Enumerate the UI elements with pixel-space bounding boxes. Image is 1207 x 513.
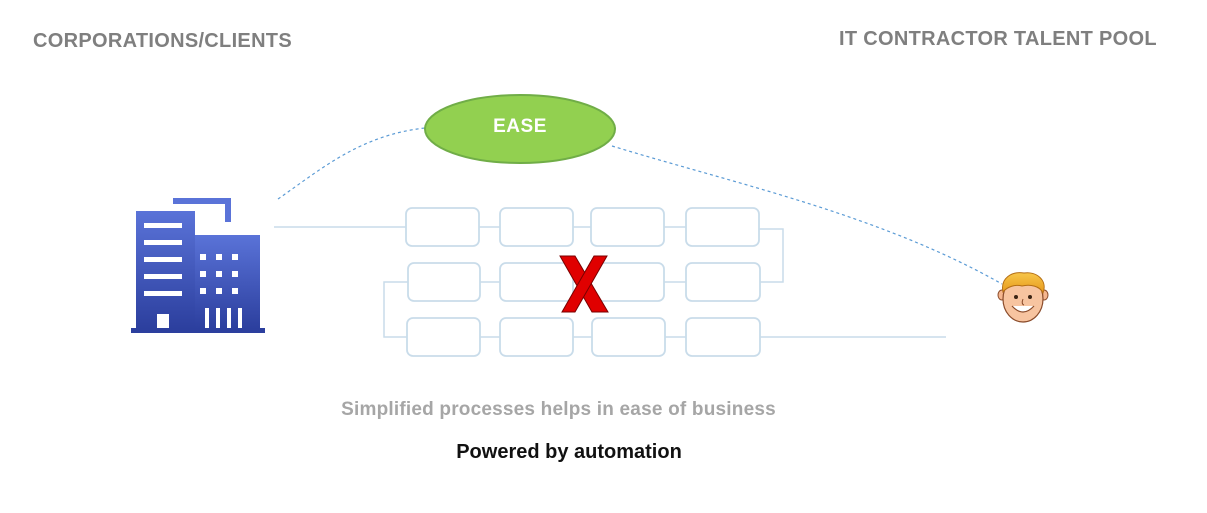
process-box xyxy=(406,317,481,357)
smiling-person-face-icon xyxy=(997,272,1049,323)
caption-powered-by: Powered by automation xyxy=(456,441,682,463)
red-x-cross-icon xyxy=(559,255,609,313)
ease-path-right xyxy=(611,145,1003,285)
ease-path-left xyxy=(277,127,426,200)
process-box xyxy=(590,262,665,302)
process-box xyxy=(407,262,481,302)
process-box xyxy=(590,207,665,247)
process-box xyxy=(499,207,574,247)
office-building-icon xyxy=(131,198,265,333)
process-box xyxy=(685,317,761,357)
process-box xyxy=(685,262,761,302)
process-boxes xyxy=(405,207,761,357)
process-box xyxy=(591,317,666,357)
process-box xyxy=(499,262,574,302)
ease-label: EASE xyxy=(493,116,547,137)
process-box xyxy=(685,207,760,247)
process-box xyxy=(405,207,480,247)
process-box xyxy=(499,317,574,357)
corporations-clients-heading: CORPORATIONS/CLIENTS xyxy=(33,30,292,52)
ease-ellipse xyxy=(424,94,616,164)
talent-pool-heading: IT CONTRACTOR TALENT POOL xyxy=(839,28,1157,50)
caption-main: Simplified processes helps in ease of bu… xyxy=(341,399,776,420)
